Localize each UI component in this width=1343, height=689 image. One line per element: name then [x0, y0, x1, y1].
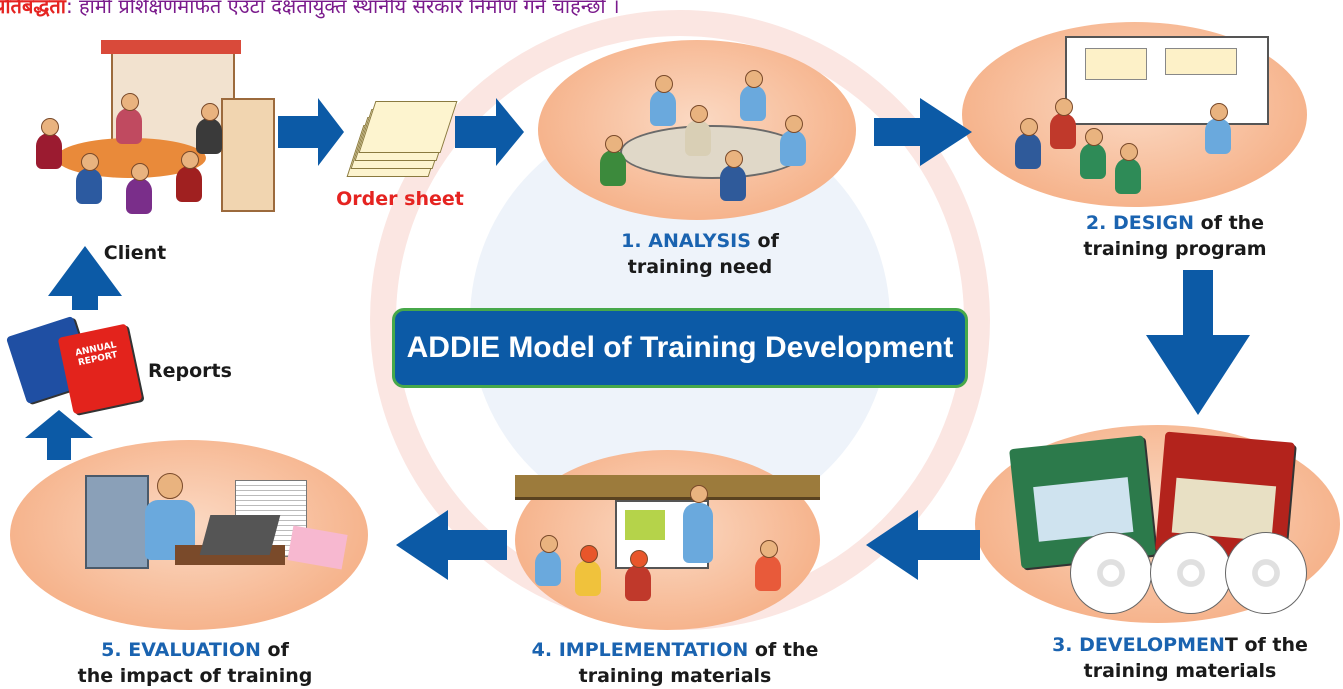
client-label: Client [103, 242, 167, 264]
analysis-label: 1. ANALYSIS of training need [621, 230, 779, 278]
analysis-illustration [580, 45, 840, 215]
development-label: 3. DEVELOPMENT of the training materials [1052, 634, 1308, 682]
reports-label: Reports [148, 360, 232, 382]
implementation-illustration [515, 455, 820, 630]
arrow-design-to-development [1146, 270, 1250, 415]
implementation-label: 4. IMPLEMENTATION of the training materi… [531, 639, 819, 687]
client-illustration [16, 38, 276, 223]
evaluation-illustration [35, 445, 355, 625]
design-illustration [995, 28, 1285, 203]
development-illustration [1009, 431, 1330, 617]
title-text: ADDIE Model of Training Development [406, 331, 954, 364]
title-box: ADDIE Model of Training Development [392, 308, 968, 388]
header-text: प्रतिबद्धता: हामी प्रशिक्षणमार्फत एउटा द… [0, 0, 620, 18]
order-sheet-label: Order sheet [336, 188, 464, 210]
design-label: 2. DESIGN of the training program [1083, 212, 1267, 260]
order-sheet-illustration [335, 95, 458, 185]
evaluation-label: 5. EVALUATION of the impact of training [77, 639, 313, 687]
reports-illustration: ANNUAL REPORT [5, 315, 160, 415]
